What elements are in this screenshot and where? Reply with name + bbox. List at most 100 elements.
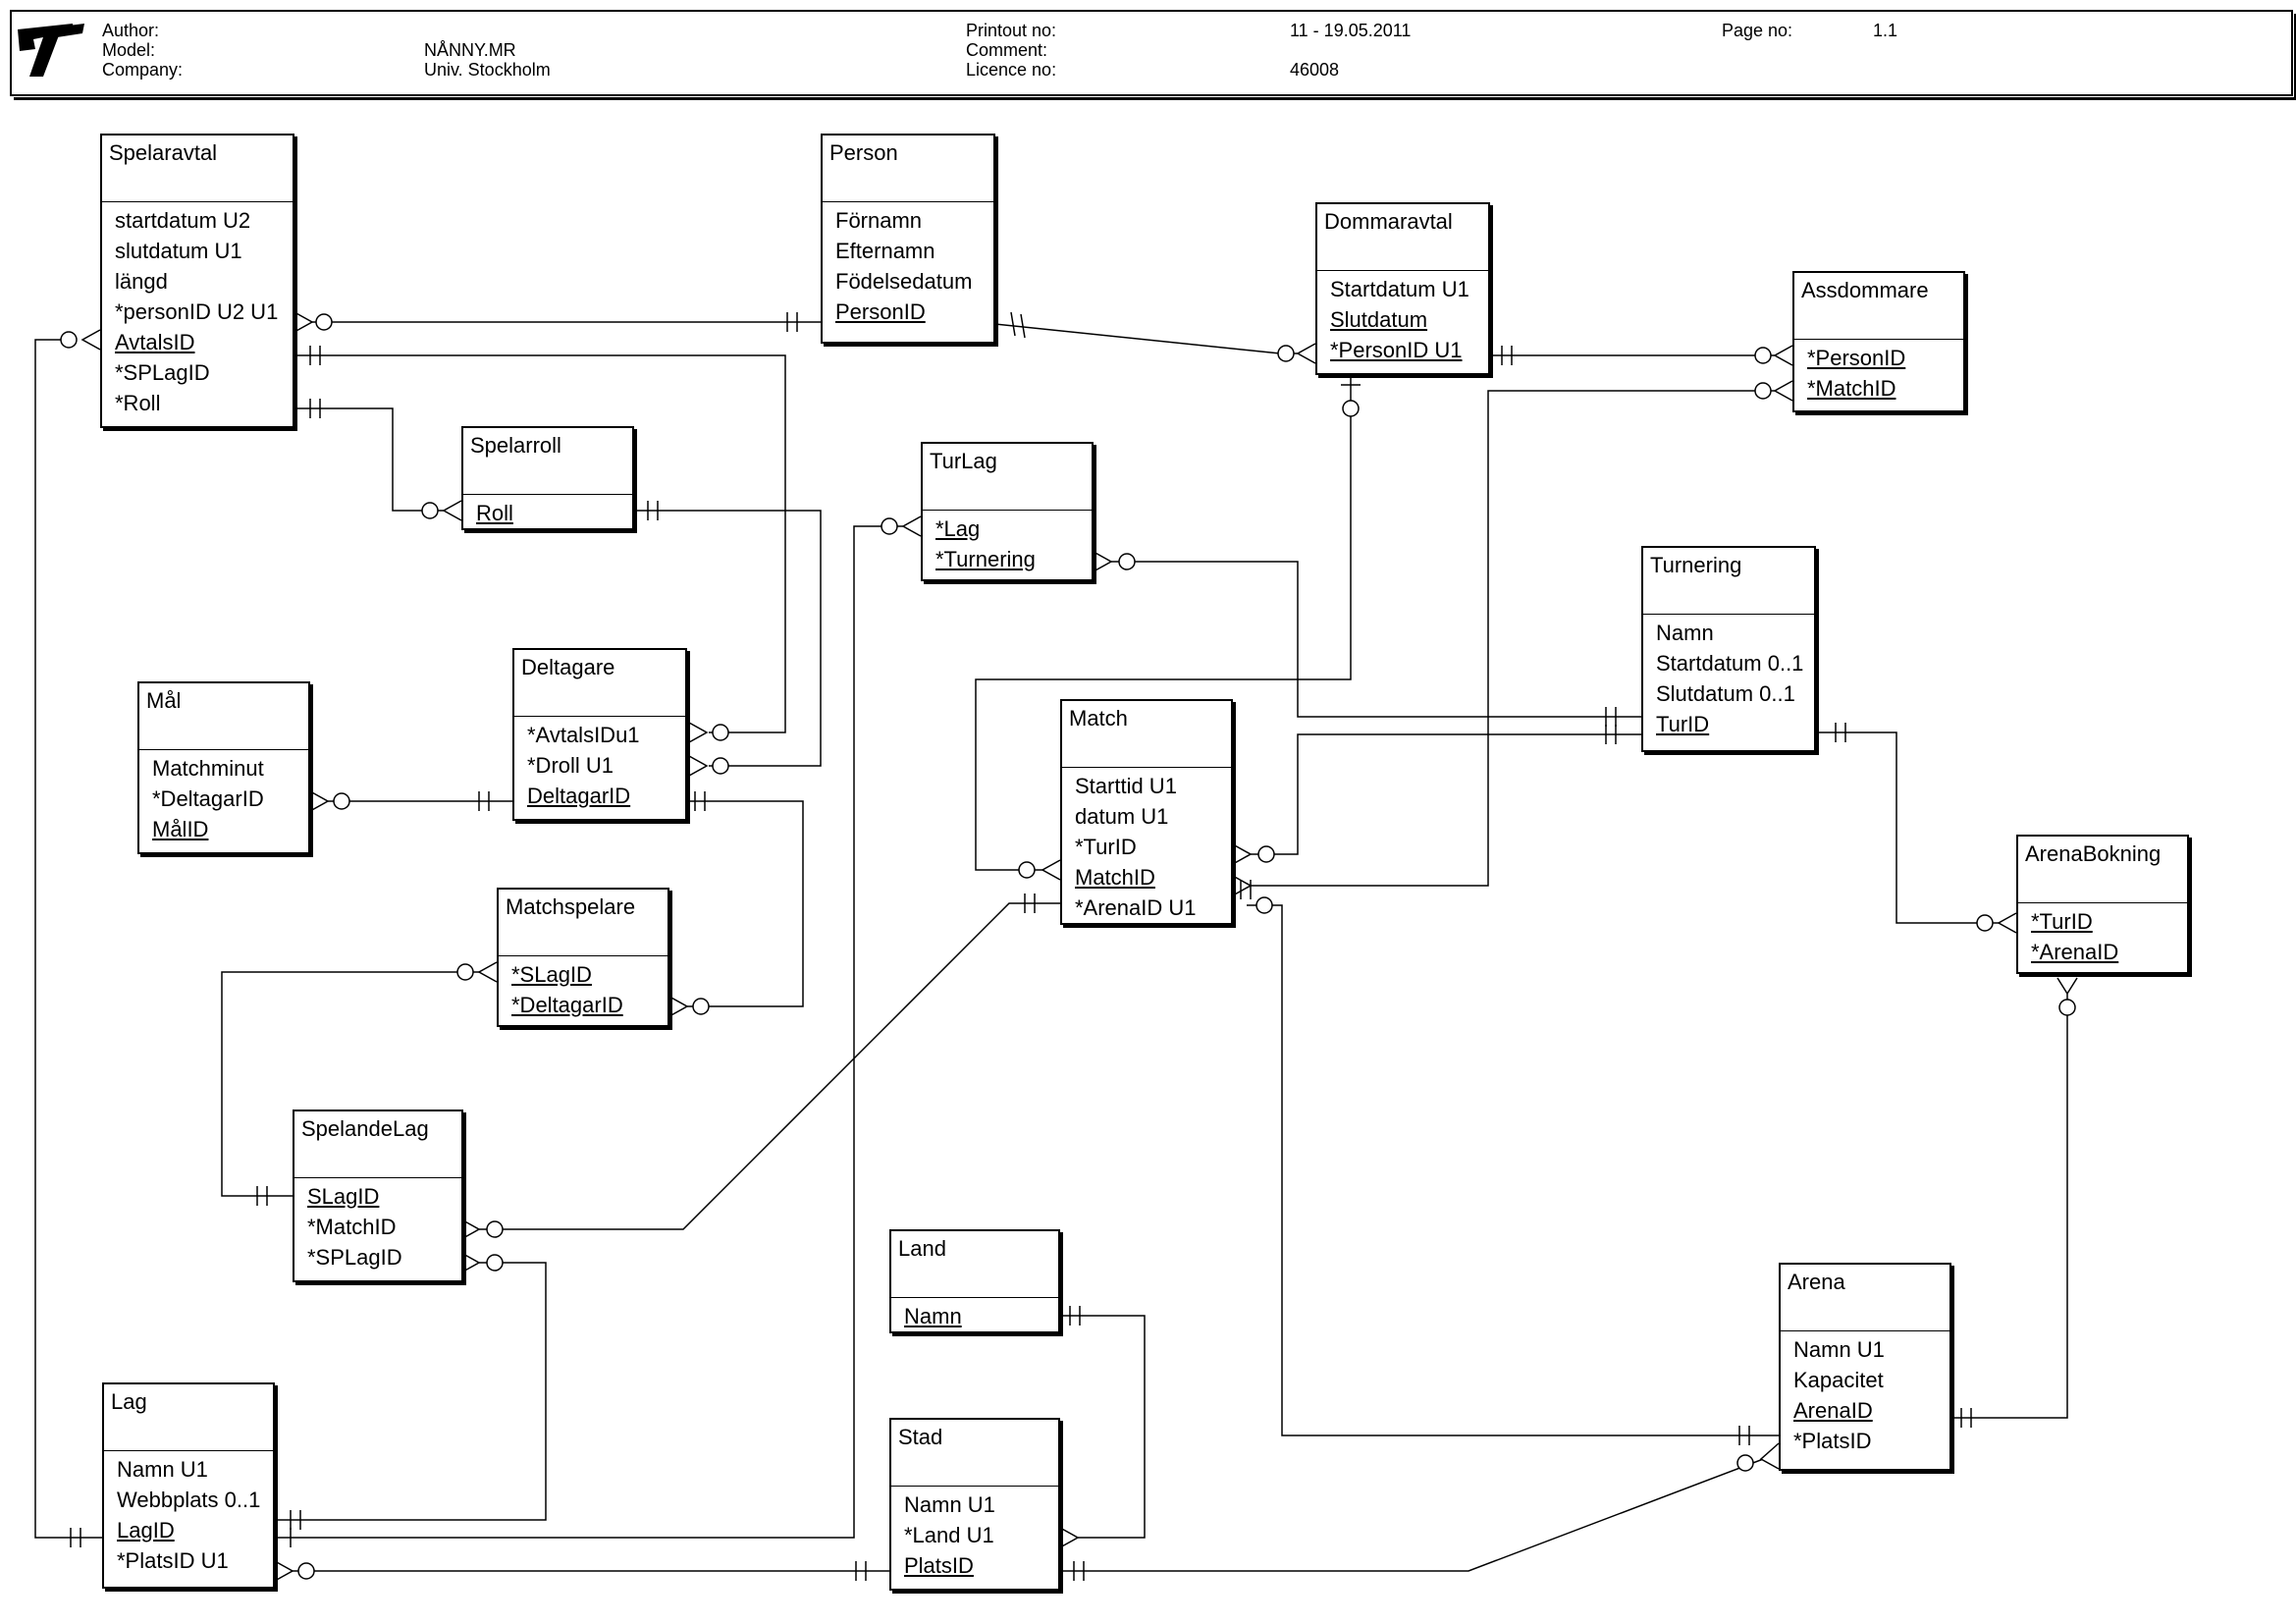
key-attribute: *Turnering: [935, 547, 1036, 571]
entity-title: Spelaravtal: [102, 135, 293, 202]
page-value: 1.1: [1873, 21, 1898, 40]
entity-title: Land: [891, 1231, 1058, 1298]
key-attribute: ArenaID: [1793, 1398, 1873, 1423]
attribute-list: Roll: [463, 495, 632, 528]
attribute: *MatchID: [307, 1215, 397, 1239]
attribute: Namn U1: [904, 1492, 995, 1517]
entity-title: Deltagare: [514, 650, 685, 717]
entity-assdommare[interactable]: Assdommare *PersonID*MatchID: [1792, 271, 1965, 412]
entity-title: Dommaravtal: [1317, 204, 1488, 271]
attribute-list: Namn: [891, 1298, 1058, 1331]
rel-spelaravtal-deltagare: [294, 354, 786, 733]
entity-title: Spelarroll: [463, 428, 632, 495]
rel-arena-arenabokning: [1951, 982, 2068, 1419]
attribute: Namn U1: [1793, 1337, 1885, 1362]
attribute: *Roll: [115, 391, 161, 415]
rel-match-assdommare: [1233, 390, 1792, 887]
rel-land-stad: [1060, 1315, 1146, 1539]
attribute: *Land U1: [904, 1523, 994, 1547]
attribute: Webbplats 0..1: [117, 1488, 261, 1512]
key-attribute: MatchID: [1075, 865, 1155, 890]
attribute: Kapacitet: [1793, 1368, 1884, 1392]
entity-title: ArenaBokning: [2018, 837, 2187, 903]
rel-dommaravtal-match: [975, 377, 1352, 871]
page-label: Page no:: [1722, 21, 1793, 40]
entity-matchspelare[interactable]: Matchspelare *SLagID *DeltagarID: [497, 888, 669, 1027]
attribute: startdatum U2: [115, 208, 251, 233]
entity-spelaravtal[interactable]: Spelaravtal startdatum U2 slutdatum U1 län…: [100, 134, 294, 428]
key-attribute: AvtalsID: [115, 330, 195, 354]
entity-title: Stad: [891, 1420, 1058, 1487]
entity-land[interactable]: Land Namn: [889, 1229, 1060, 1333]
entity-arenabokning[interactable]: ArenaBokning *TurID*ArenaID: [2016, 835, 2189, 974]
entity-title: Matchspelare: [499, 890, 667, 956]
entity-title: Person: [823, 135, 993, 202]
key-attribute: *ArenaID: [2031, 940, 2119, 964]
model-label: Model:: [102, 40, 156, 60]
rel-lag-spelandelag: [275, 1262, 547, 1521]
key-attribute: PlatsID: [904, 1553, 974, 1578]
title-block: [10, 10, 2293, 96]
attribute: *DeltagarID: [152, 786, 264, 811]
rel-turlag-turnering: [1094, 561, 1641, 718]
printout-label: Printout no:: [966, 21, 1057, 40]
attribute: Namn U1: [117, 1457, 208, 1482]
entity-title: Assdommare: [1794, 273, 1963, 340]
rel-match-turnering: [1233, 733, 1641, 855]
key-attribute: *SLagID: [511, 962, 592, 987]
crowfoot-markers: [60, 311, 2078, 1582]
entity-title: Turnering: [1643, 548, 1814, 615]
rel-deltagare-matchspelare: [669, 800, 804, 1007]
licence-label: Licence no:: [966, 60, 1057, 80]
attribute: *PlatsID: [1793, 1429, 1872, 1453]
key-attribute: *DeltagarID: [511, 993, 623, 1017]
attribute: slutdatum U1: [115, 239, 242, 263]
rel-spelaravtal-spelarroll: [294, 407, 461, 512]
attribute: Startdatum U1: [1330, 277, 1469, 301]
attribute-list: SLagID*MatchID*SPLagID: [294, 1178, 461, 1272]
attribute-list: *TurID*ArenaID: [2018, 903, 2187, 967]
attribute: *SPLagID: [307, 1245, 402, 1270]
entity-title: SpelandeLag: [294, 1111, 461, 1178]
key-attribute: *MatchID: [1807, 376, 1896, 401]
key-attribute: *Lag: [935, 516, 981, 541]
attribute: *SPLagID: [115, 360, 210, 385]
rel-match-arena: [1247, 904, 1779, 1436]
entity-turlag[interactable]: TurLag *Lag*Turnering: [921, 442, 1094, 581]
entity-title: Lag: [104, 1384, 273, 1451]
key-attribute: DeltagarID: [527, 784, 631, 808]
attribute: längd: [115, 269, 168, 294]
model-value: NÅNNY.MR: [424, 40, 516, 60]
attribute: *ArenaID U1: [1075, 895, 1197, 920]
attribute: Namn: [1656, 621, 1714, 645]
key-attribute: LagID: [117, 1518, 175, 1543]
logo-icon: [18, 24, 84, 77]
attribute-list: Namn U1 *Land U1 PlatsID: [891, 1487, 1058, 1581]
entity-stad[interactable]: Stad Namn U1 *Land U1 PlatsID: [889, 1418, 1060, 1591]
attribute: Efternamn: [835, 239, 935, 263]
attribute: *AvtalsIDu1: [527, 723, 640, 747]
rel-stad-arena: [1060, 1452, 1780, 1572]
rel-spelarroll-deltagare: [634, 510, 822, 767]
entity-spelandelag[interactable]: SpelandeLag SLagID*MatchID*SPLagID: [293, 1110, 463, 1282]
rel-person-dommaravtal: [994, 323, 1315, 354]
entity-spelarroll[interactable]: Spelarroll Roll: [461, 426, 634, 530]
